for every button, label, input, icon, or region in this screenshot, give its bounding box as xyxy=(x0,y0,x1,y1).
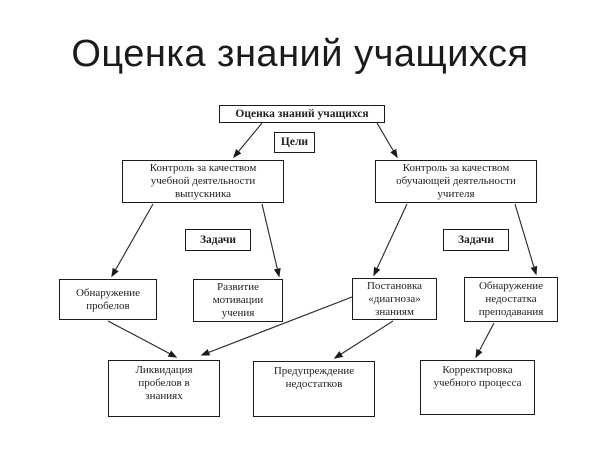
node-knowledge-diagnosis: Постановка «диагноза» знаниям xyxy=(352,278,437,320)
node-deficiency-prevention: Предупреждение недостатков xyxy=(253,361,375,417)
node-teaching-deficiency-detection: Обнаружение недостатка преподавания xyxy=(464,277,558,322)
arrow-control-graduate-to-motivation xyxy=(261,203,281,278)
label-tasks-left: Задачи xyxy=(185,229,251,251)
node-process-correction: Корректировка учебного процесса xyxy=(420,360,535,415)
arrow-control-graduate-to-gaps-detection xyxy=(111,203,154,278)
label-tasks-right: Задачи xyxy=(443,229,509,251)
node-gaps-detection: Обнаружение пробелов xyxy=(59,279,157,320)
label-goals: Цели xyxy=(274,132,315,153)
node-root: Оценка знаний учащихся xyxy=(219,105,385,123)
arrow-root-to-control-graduate xyxy=(233,122,263,159)
arrow-control-teacher-to-deficiency-detection xyxy=(514,203,538,276)
node-motivation-development: Развитие мотивации учения xyxy=(193,279,283,322)
node-control-teacher: Контроль за качеством обучающей деятельн… xyxy=(375,160,537,203)
arrow-root-to-control-teacher xyxy=(376,122,398,159)
arrow-deficiency-detection-to-process-correction xyxy=(475,322,495,359)
page-title: Оценка знаний учащихся xyxy=(71,33,529,75)
node-control-graduate: Контроль за качеством учебной деятельнос… xyxy=(122,160,284,203)
arrow-diagnosis-to-deficiency-prevention xyxy=(333,320,394,359)
arrow-gaps-detection-to-gaps-elimination xyxy=(107,320,178,358)
node-gaps-elimination: Ликвидация пробелов в знаниях xyxy=(108,360,220,417)
arrow-control-teacher-to-diagnosis xyxy=(373,203,408,277)
